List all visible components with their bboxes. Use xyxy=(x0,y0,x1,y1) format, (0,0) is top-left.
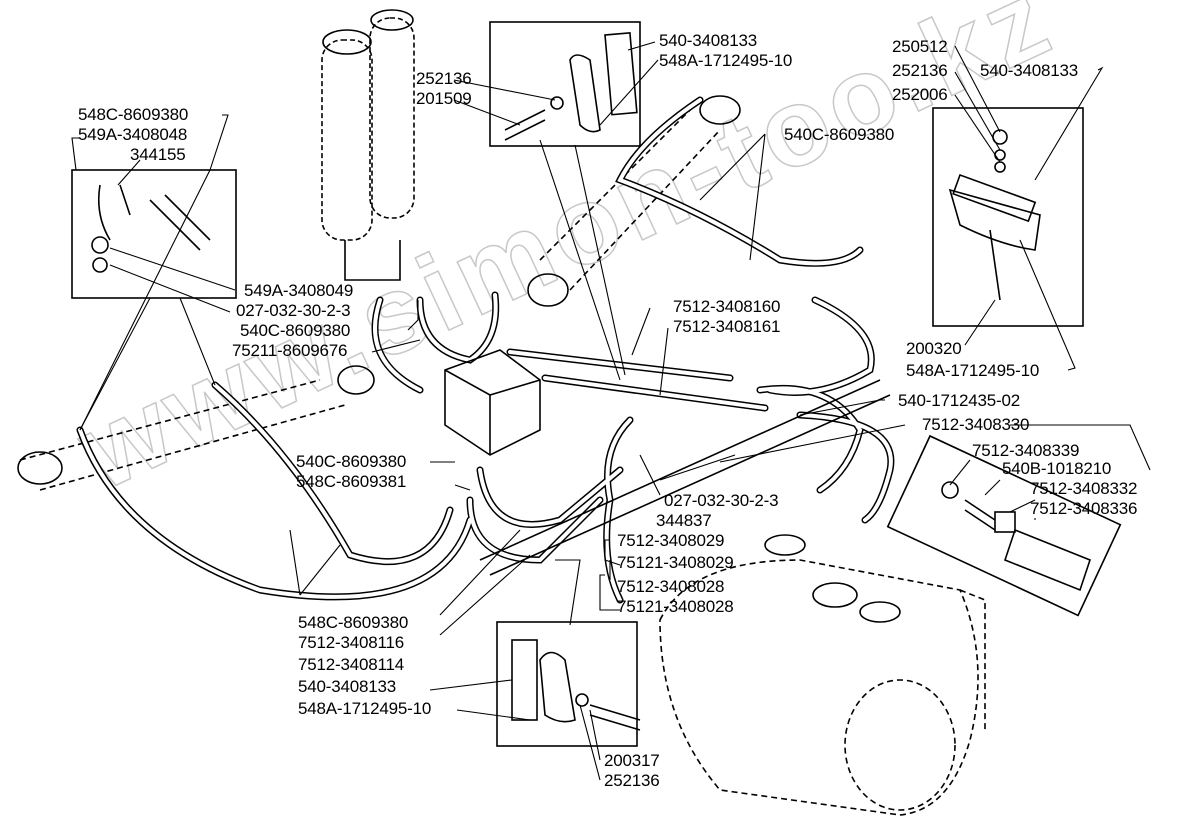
label-540-1712435-02: 540-1712435-02 xyxy=(898,391,1020,410)
label-75211-8609676: 75211-8609676 xyxy=(232,341,348,360)
tank-filler-3 xyxy=(859,601,901,623)
accumulator-cap-1 xyxy=(322,29,372,55)
washer-252136-right xyxy=(994,149,1006,161)
hoses xyxy=(76,96,895,604)
label-540b-1018210: 540B-1018210 xyxy=(1002,459,1112,478)
bolt-200317 xyxy=(589,704,641,731)
plug-7512-3408332 xyxy=(994,511,1016,533)
label-344837: 344837 xyxy=(656,511,712,530)
label-548a-1712495-10: 548A-1712495-10 xyxy=(298,699,432,718)
label-7512-3408330: 7512-3408330 xyxy=(922,415,1030,434)
label-540-3408133: 540-3408133 xyxy=(980,61,1079,80)
label-252136: 252136 xyxy=(604,771,660,790)
label-252136: 252136 xyxy=(416,69,472,88)
bracket-plate-top xyxy=(604,31,638,116)
label-7512-3408116: 7512-3408116 xyxy=(298,633,404,652)
label-201509: 201509 xyxy=(416,89,472,108)
bolt-200320 xyxy=(989,229,1001,301)
bracket-clamp-bottom xyxy=(539,651,576,723)
hydraulic-cylinder-right xyxy=(539,99,721,291)
label-540c-8609380: 540C-8609380 xyxy=(784,125,895,144)
washer-252136-bottom xyxy=(575,693,589,707)
control-valve-block xyxy=(444,349,541,456)
label-7512-3408336: 7512-3408336 xyxy=(1030,499,1138,518)
inset-box-bracket-top xyxy=(489,21,641,147)
leader-lines xyxy=(71,41,1151,781)
label-027-032-30-2-3: 027-032-30-2-3 xyxy=(664,491,779,510)
valve-body-7512-3408336 xyxy=(1004,528,1091,592)
seal-7512-3408339 xyxy=(941,481,959,499)
label-027-032-30-2-3: 027-032-30-2-3 xyxy=(236,301,351,320)
label-252006: 252006 xyxy=(892,85,948,104)
label-7512-3408160: 7512-3408160 xyxy=(673,297,781,316)
hoses-inner xyxy=(78,98,893,602)
label-75121-3408028: 75121-3408028 xyxy=(617,597,734,616)
nut-549a xyxy=(91,236,109,254)
bracket-clamp-top xyxy=(569,54,601,133)
label-548c-8609381: 548C-8609381 xyxy=(296,472,407,491)
label-540-3408133: 540-3408133 xyxy=(659,31,758,50)
accumulator-cap-2 xyxy=(370,9,414,31)
tank-filler-1 xyxy=(764,534,806,556)
label-548c-8609380: 548C-8609380 xyxy=(298,613,409,632)
tank-filler-2 xyxy=(812,582,858,608)
label-344155: 344155 xyxy=(130,145,186,164)
bracket-plate-bottom xyxy=(511,639,538,721)
hose-end-548c xyxy=(149,194,211,251)
cylinder-eye-right-end xyxy=(699,95,741,125)
label-252136: 252136 xyxy=(892,61,948,80)
label-200317: 200317 xyxy=(604,751,660,770)
bolt-201509 xyxy=(504,109,546,141)
hydraulic-cylinder-left xyxy=(19,379,346,491)
label-250512: 250512 xyxy=(892,37,948,56)
label-540-3408133: 540-3408133 xyxy=(298,677,397,696)
label-549a-3408049: 549A-3408049 xyxy=(244,281,354,300)
bracket-clamp-right xyxy=(948,188,1041,251)
label-548a-1712495-10: 548A-1712495-10 xyxy=(906,361,1040,380)
cylinder-eye-left-end xyxy=(337,365,375,395)
label-7512-3408339: 7512-3408339 xyxy=(972,441,1080,460)
cylinder-eye-left xyxy=(17,451,63,485)
label-540c-8609380: 540C-8609380 xyxy=(240,321,351,340)
washer-252006 xyxy=(994,161,1006,173)
accumulator-cylinders xyxy=(321,17,415,241)
label-548a-1712495-10: 548A-1712495-10 xyxy=(659,51,793,70)
cylinder-eye-right xyxy=(527,273,569,307)
inset-box-bracket-right xyxy=(932,107,1084,327)
spring-540b-1018210 xyxy=(964,499,996,531)
label-7512-3408028: 7512-3408028 xyxy=(617,577,725,596)
ring-027 xyxy=(92,257,108,273)
frame-rail xyxy=(479,379,891,576)
label-7512-3408114: 7512-3408114 xyxy=(298,655,404,674)
accumulator-mount xyxy=(344,240,401,281)
label-549a-3408048: 549A-3408048 xyxy=(78,125,188,144)
inset-box-fittings xyxy=(71,169,237,299)
label-200320: 200320 xyxy=(906,339,962,358)
label-540c-8609380: 540C-8609380 xyxy=(296,452,407,471)
hydraulic-tank xyxy=(659,559,986,816)
elbow-fitting-344155 xyxy=(97,184,131,241)
label-548c-8609380: 548C-8609380 xyxy=(78,105,189,124)
bracket-plate-right xyxy=(952,173,1037,223)
label-7512-3408161: 7512-3408161 xyxy=(673,317,781,336)
label-7512-3408029: 7512-3408029 xyxy=(617,531,725,550)
label-75121-3408029: 75121-3408029 xyxy=(617,553,734,572)
inset-box-bracket-bottom xyxy=(496,621,638,747)
washer-252136-top xyxy=(550,96,564,110)
label-7512-3408332: 7512-3408332 xyxy=(1030,479,1138,498)
inset-box-valve xyxy=(886,434,1122,617)
